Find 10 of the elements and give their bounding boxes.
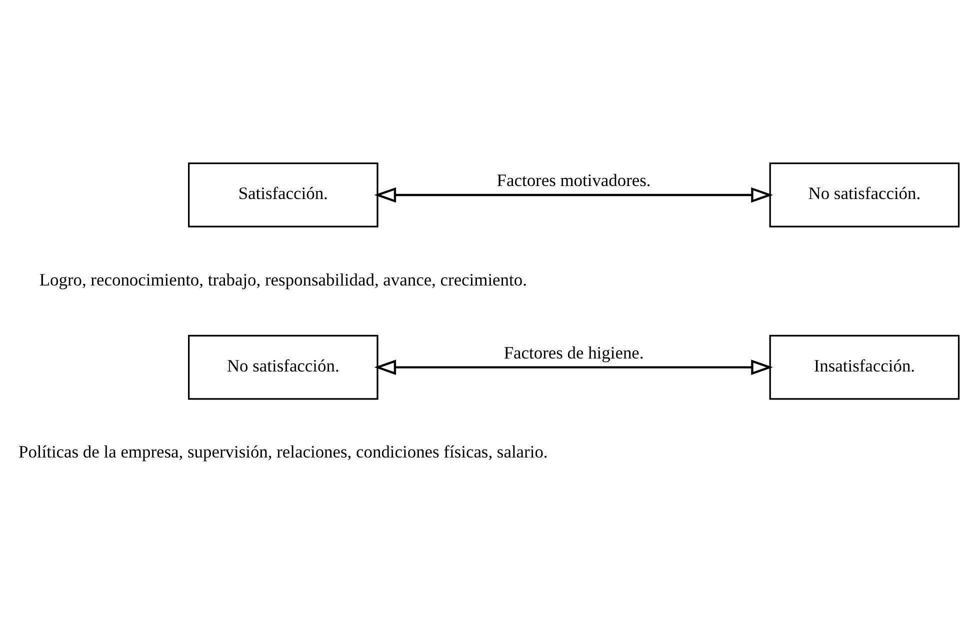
node-box: Satisfacción. [188,162,378,227]
edge-label: Factores de higiene. [504,342,644,362]
node-box: Insatisfacción. [769,334,960,400]
edge-label: Factores motivadores. [496,170,651,190]
node-box: No satisfacción. [769,162,960,227]
label: Políticas de la empresa, supervisión, relaciones, condiciones físicas, salario. [18,441,548,462]
arrow [374,186,773,202]
arrow [374,359,773,374]
node-box: No satisfacción. [188,334,378,400]
label: Logro, reconocimiento, trabajo, responsabilidad, avance, crecimiento. [39,268,527,289]
